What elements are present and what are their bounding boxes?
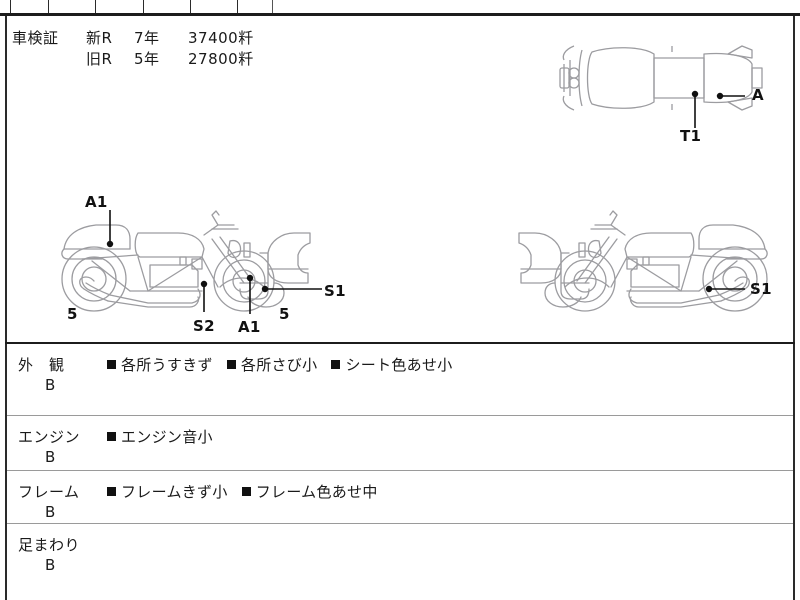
condition-title-exterior: 外 観: [18, 356, 65, 374]
condition-title-frame: フレーム: [18, 483, 80, 501]
left-side-callout-leaders: [106, 210, 322, 314]
condition-note: エンジン音小: [107, 428, 213, 446]
checkbox-filled-icon: [241, 487, 251, 496]
right-side-callout-leaders: [705, 285, 745, 293]
condition-notes-exterior: 各所うすきず 各所さび小 シート色あせ小: [107, 354, 462, 375]
callout-right-s1: S1: [750, 280, 772, 298]
condition-grade-engine: B: [45, 448, 56, 466]
callout-left-five-rear: 5: [67, 305, 78, 323]
top-view-callout-leaders: [691, 90, 745, 128]
table-column-divider: [10, 0, 11, 13]
registration-year-old: 5年: [134, 50, 160, 68]
registration-era-new: 新R: [86, 29, 113, 47]
checkbox-filled-icon: [107, 360, 116, 369]
condition-grade-frame: B: [45, 503, 56, 521]
condition-notes-frame: フレームきず小 フレーム色あせ中: [107, 481, 387, 502]
condition-divider: [7, 415, 793, 416]
condition-note-label: 各所さび小: [240, 356, 318, 374]
callout-left-five-front: 5: [279, 305, 290, 323]
callout-left-s2: S2: [193, 317, 215, 335]
checkbox-filled-icon: [107, 432, 116, 441]
top-table-strip: [0, 0, 800, 13]
table-column-divider: [237, 0, 238, 13]
motorcycle-left-side-view-icon: [61, 210, 311, 312]
table-column-divider: [143, 0, 144, 13]
condition-section-exterior: 外 観 B 各所うすきず 各所さび小 シート色あせ小: [7, 344, 793, 415]
motorcycle-diagram-area: A T1: [7, 16, 793, 342]
condition-note-label: フレーム色あせ中: [255, 483, 378, 501]
table-column-divider: [48, 0, 49, 13]
checkbox-filled-icon: [331, 360, 341, 369]
condition-note: 各所さび小: [226, 356, 318, 374]
condition-divider: [7, 523, 793, 524]
registration-mileage-old: 27800粁: [188, 50, 254, 68]
registration-year-new: 7年: [134, 29, 160, 47]
condition-title-engine: エンジン: [18, 428, 81, 446]
inspection-sheet-frame: [5, 16, 795, 600]
callout-left-s1: S1: [324, 282, 346, 300]
condition-section-suspension: 足まわり B: [7, 524, 793, 600]
condition-grade-suspension: B: [45, 556, 56, 574]
table-column-divider: [190, 0, 191, 13]
conditions-top-divider: [5, 342, 795, 344]
condition-section-engine: エンジン B エンジン音小: [7, 416, 793, 470]
checkbox-filled-icon: [107, 487, 116, 496]
registration-row: 車検証 新R 7年 37400粁: [12, 28, 254, 49]
condition-note: フレームきず小: [107, 483, 228, 501]
callout-top-a: A: [752, 86, 764, 104]
registration-label: 車検証: [12, 29, 59, 47]
callout-top-t1: T1: [680, 127, 702, 145]
condition-note-label: エンジン音小: [121, 428, 213, 446]
registration-block: 車検証 新R 7年 37400粁 車検証 旧R 5年 27800粁: [12, 28, 254, 70]
registration-era-old: 旧R: [86, 50, 113, 68]
registration-mileage-new: 37400粁: [188, 29, 254, 47]
condition-section-frame: フレーム B フレームきず小 フレーム色あせ中: [7, 471, 793, 523]
callout-left-a1-bottom: A1: [238, 318, 261, 336]
table-column-divider: [95, 0, 96, 13]
callout-left-a1-top: A1: [85, 193, 108, 211]
condition-note: 各所うすきず: [107, 356, 213, 374]
registration-row: 車検証 旧R 5年 27800粁: [12, 49, 254, 70]
condition-note-label: 各所うすきず: [121, 356, 213, 374]
header-rule: [0, 13, 800, 16]
motorcycle-right-side-view-icon: [518, 210, 768, 312]
motorcycle-top-view-icon: [559, 45, 763, 111]
condition-divider: [7, 470, 793, 471]
condition-grade-exterior: B: [45, 376, 56, 394]
table-column-divider: [272, 0, 273, 13]
condition-note-label: シート色あせ小: [345, 356, 453, 374]
condition-note: フレーム色あせ中: [241, 483, 378, 501]
checkbox-filled-icon: [226, 360, 236, 369]
condition-note-label: フレームきず小: [121, 483, 228, 501]
condition-note: シート色あせ小: [331, 356, 452, 374]
condition-notes-engine: エンジン音小: [107, 426, 222, 447]
condition-title-suspension: 足まわり: [18, 536, 81, 554]
